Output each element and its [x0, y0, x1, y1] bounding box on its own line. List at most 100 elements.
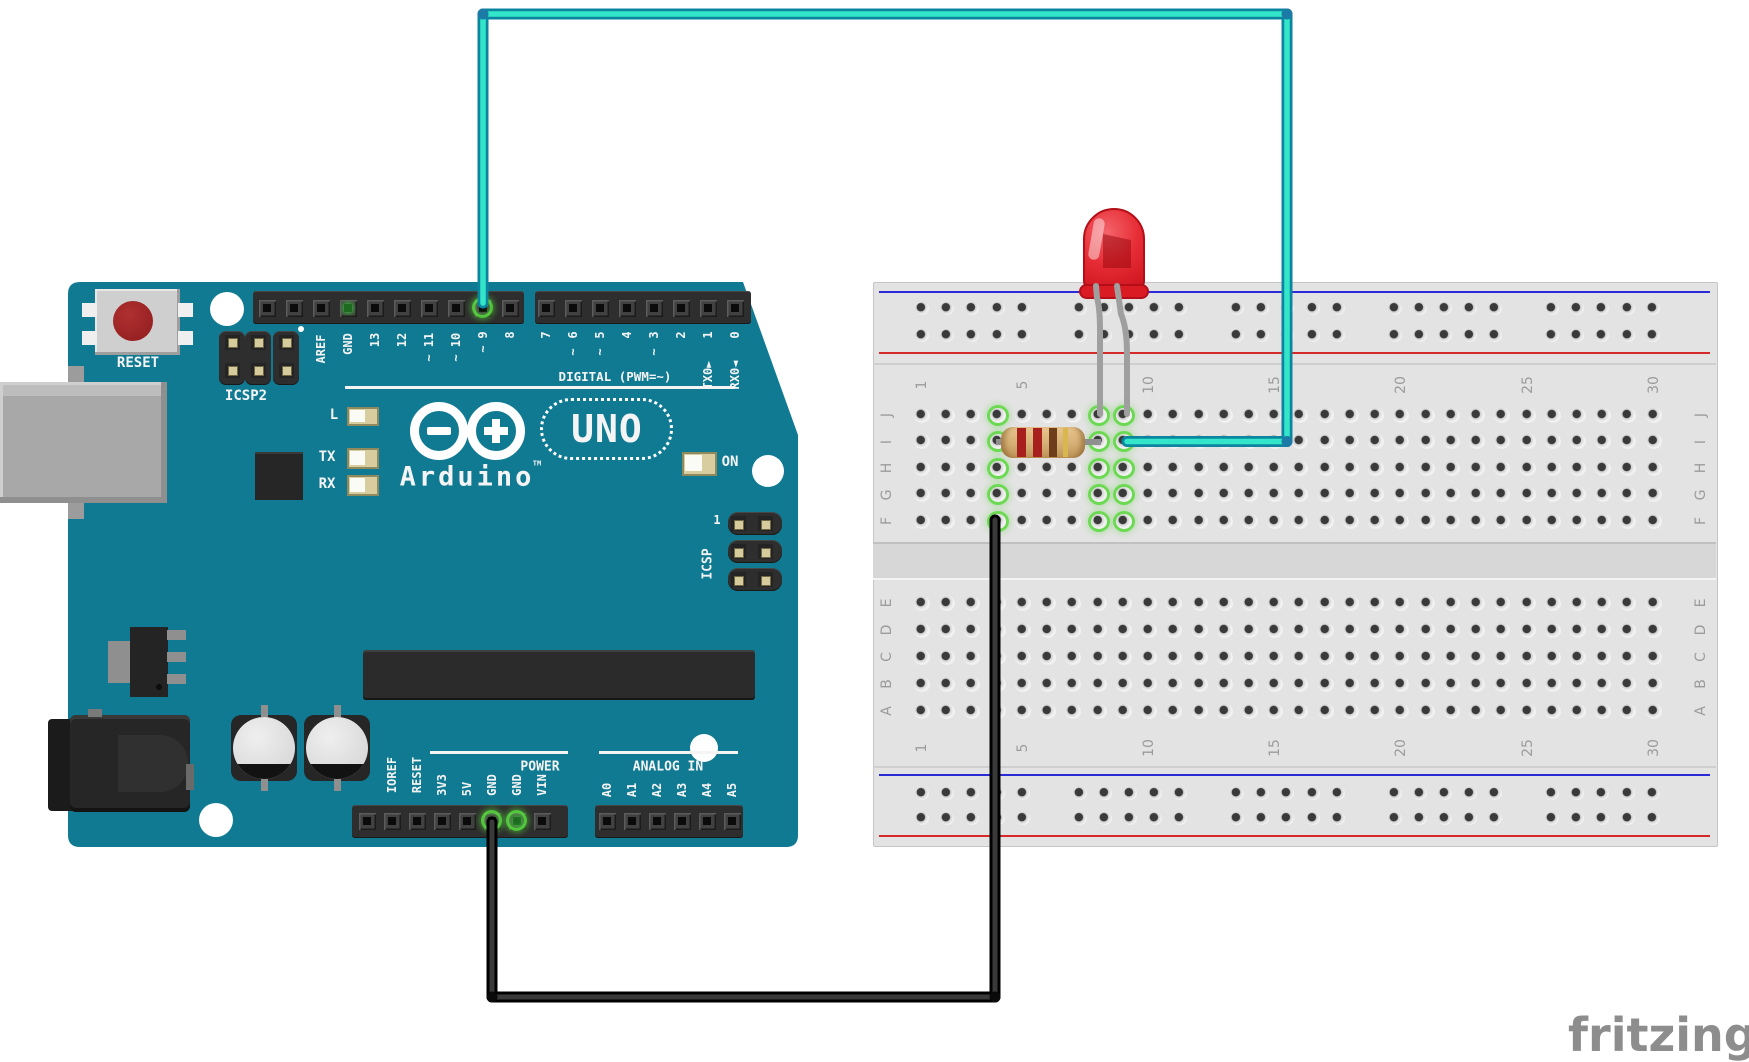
icsp2-pin[interactable] [224, 334, 240, 350]
breadboard-hole[interactable] [1317, 703, 1334, 719]
rail-hole[interactable] [1488, 328, 1503, 342]
breadboard-hole[interactable] [1317, 595, 1334, 611]
breadboard-hole[interactable] [1443, 407, 1460, 423]
rail-hole[interactable] [1072, 811, 1087, 825]
breadboard-hole[interactable] [1090, 676, 1107, 692]
rail-hole[interactable] [965, 786, 980, 800]
breadboard-hole[interactable] [1519, 513, 1536, 529]
breadboard-hole[interactable] [1216, 703, 1233, 719]
breadboard-hole[interactable] [1191, 676, 1208, 692]
breadboard-hole[interactable] [1393, 595, 1410, 611]
breadboard-hole[interactable] [1065, 676, 1082, 692]
breadboard-hole[interactable] [1494, 649, 1511, 665]
rail-hole[interactable] [1255, 301, 1270, 315]
rail-hole[interactable] [1488, 811, 1503, 825]
rail-hole[interactable] [1463, 811, 1478, 825]
power-pin-IOREF[interactable] [383, 812, 401, 830]
breadboard-hole[interactable] [1241, 407, 1258, 423]
breadboard-hole[interactable] [939, 407, 956, 423]
breadboard-hole[interactable] [1040, 622, 1057, 638]
rail-hole[interactable] [1570, 811, 1585, 825]
rail-hole[interactable] [1305, 301, 1320, 315]
breadboard-hole[interactable] [1317, 676, 1334, 692]
breadboard-hole[interactable] [1620, 460, 1637, 476]
rail-hole[interactable] [1330, 328, 1345, 342]
rail-hole[interactable] [1437, 786, 1452, 800]
breadboard-hole[interactable] [1141, 649, 1158, 665]
breadboard-hole[interactable] [1014, 407, 1031, 423]
icsp-pin[interactable] [757, 544, 773, 559]
breadboard-hole[interactable] [1014, 622, 1031, 638]
breadboard-hole[interactable] [914, 649, 930, 665]
rail-hole[interactable] [1387, 786, 1402, 800]
breadboard-hole[interactable] [1342, 676, 1359, 692]
breadboard-hole[interactable] [1267, 703, 1284, 719]
breadboard-hole[interactable] [964, 649, 981, 665]
breadboard-hole[interactable] [1368, 407, 1385, 423]
breadboard-hole[interactable] [1166, 407, 1183, 423]
breadboard-hole[interactable] [989, 407, 1006, 423]
breadboard-hole[interactable] [1368, 595, 1385, 611]
breadboard-hole[interactable] [1292, 513, 1309, 529]
rail-hole[interactable] [1570, 328, 1585, 342]
breadboard-hole[interactable] [1569, 434, 1586, 449]
breadboard-hole[interactable] [1645, 460, 1662, 476]
breadboard-hole[interactable] [964, 460, 981, 476]
breadboard-hole[interactable] [914, 676, 930, 692]
breadboard-hole[interactable] [964, 595, 981, 611]
digital-pin-10[interactable] [447, 299, 465, 317]
breadboard-hole[interactable] [1494, 622, 1511, 638]
breadboard-hole[interactable] [1141, 407, 1158, 423]
breadboard-hole[interactable] [1393, 407, 1410, 423]
breadboard-hole[interactable] [1620, 434, 1637, 449]
rail-hole[interactable] [1595, 786, 1610, 800]
breadboard-hole[interactable] [914, 622, 930, 638]
breadboard-hole[interactable] [1443, 595, 1460, 611]
breadboard-hole[interactable] [1191, 460, 1208, 476]
breadboard-hole[interactable] [1368, 703, 1385, 719]
analog-pin-A5[interactable] [723, 812, 741, 830]
rail-hole[interactable] [1072, 301, 1087, 315]
breadboard-hole[interactable] [939, 649, 956, 665]
breadboard-hole[interactable] [1544, 407, 1561, 423]
breadboard-hole[interactable] [1166, 595, 1183, 611]
digital-pin-nc1[interactable] [285, 299, 303, 317]
breadboard-hole[interactable] [1443, 513, 1460, 529]
breadboard-hole[interactable] [1292, 595, 1309, 611]
icsp2-pin[interactable] [224, 362, 240, 378]
rail-hole[interactable] [1072, 328, 1087, 342]
rail-hole[interactable] [1280, 786, 1295, 800]
rail-hole[interactable] [1412, 328, 1427, 342]
breadboard-hole[interactable] [1115, 513, 1132, 529]
rail-hole[interactable] [965, 328, 980, 342]
breadboard-hole[interactable] [1115, 595, 1132, 611]
ground-wire[interactable] [489, 517, 998, 1000]
breadboard-hole[interactable] [1241, 649, 1258, 665]
rail-hole[interactable] [1230, 328, 1244, 342]
breadboard-hole[interactable] [1267, 460, 1284, 476]
breadboard-hole[interactable] [1267, 676, 1284, 692]
breadboard-hole[interactable] [939, 434, 956, 449]
digital-pin-nc0[interactable] [258, 299, 276, 317]
breadboard-hole[interactable] [1595, 487, 1612, 502]
breadboard-hole[interactable] [1241, 487, 1258, 502]
breadboard-hole[interactable] [1595, 407, 1612, 423]
breadboard-hole[interactable] [1342, 703, 1359, 719]
icsp-pin[interactable] [757, 516, 773, 531]
breadboard-hole[interactable] [1620, 407, 1637, 423]
breadboard-hole[interactable] [1519, 407, 1536, 423]
rail-hole[interactable] [1437, 301, 1452, 315]
breadboard-hole[interactable] [1544, 460, 1561, 476]
breadboard-hole[interactable] [1494, 595, 1511, 611]
breadboard-hole[interactable] [1494, 407, 1511, 423]
breadboard-hole[interactable] [1191, 513, 1208, 529]
breadboard-hole[interactable] [1645, 703, 1662, 719]
rail-hole[interactable] [1305, 786, 1320, 800]
digital-pin-13[interactable] [366, 299, 384, 317]
digital-pin-1[interactable] [699, 299, 717, 317]
breadboard-hole[interactable] [1065, 649, 1082, 665]
breadboard-hole[interactable] [1115, 487, 1132, 502]
breadboard-hole[interactable] [1569, 649, 1586, 665]
breadboard-hole[interactable] [1494, 513, 1511, 529]
breadboard-hole[interactable] [1065, 487, 1082, 502]
